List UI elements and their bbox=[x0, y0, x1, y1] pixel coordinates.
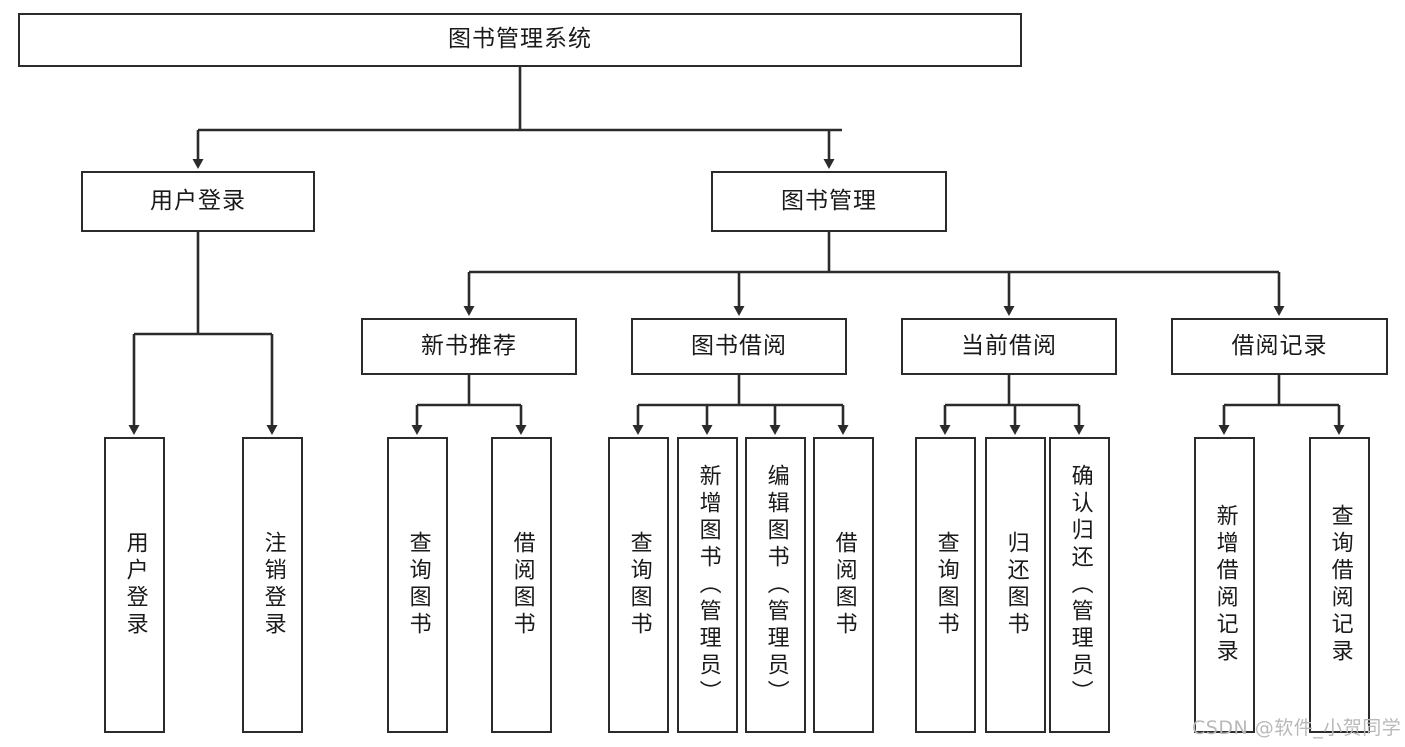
node-user-login[interactable]: 用户登录 bbox=[81, 171, 315, 232]
leaf-book-borrow-add[interactable]: 新增图书（管理员） bbox=[677, 437, 738, 733]
leaf-user-login-logout[interactable]: 注销登录 bbox=[242, 437, 303, 733]
leaf-current-borrow-confirm-return[interactable]: 确认归还（管理员） bbox=[1049, 437, 1110, 733]
node-label: 借阅图书 bbox=[831, 531, 857, 639]
leaf-current-borrow-query[interactable]: 查询图书 bbox=[915, 437, 976, 733]
node-label: 图书管理 bbox=[781, 187, 877, 214]
node-current-borrow[interactable]: 当前借阅 bbox=[901, 318, 1117, 375]
node-label: 图书借阅 bbox=[691, 332, 787, 359]
node-book-borrow[interactable]: 图书借阅 bbox=[631, 318, 847, 375]
leaf-borrow-record-add[interactable]: 新增借阅记录 bbox=[1194, 437, 1255, 733]
leaf-book-borrow-borrow[interactable]: 借阅图书 bbox=[813, 437, 874, 733]
leaf-book-borrow-query[interactable]: 查询图书 bbox=[608, 437, 669, 733]
csdn-watermark: CSDN @软件_小贺同学 bbox=[1192, 717, 1402, 739]
node-label: 当前借阅 bbox=[961, 332, 1057, 359]
node-label: 图书管理系统 bbox=[448, 26, 592, 53]
node-label: 新增借阅记录 bbox=[1212, 504, 1238, 666]
node-label: 查询图书 bbox=[626, 531, 652, 639]
node-label: 归还图书 bbox=[1003, 531, 1029, 639]
node-new-book-recommend[interactable]: 新书推荐 bbox=[361, 318, 577, 375]
leaf-book-borrow-edit[interactable]: 编辑图书（管理员） bbox=[745, 437, 806, 733]
leaf-user-login-login[interactable]: 用户登录 bbox=[104, 437, 165, 733]
node-borrow-record[interactable]: 借阅记录 bbox=[1171, 318, 1388, 375]
leaf-current-borrow-return[interactable]: 归还图书 bbox=[985, 437, 1046, 733]
node-label: 用户登录 bbox=[122, 531, 148, 639]
node-label: 新书推荐 bbox=[421, 332, 517, 359]
node-label: 注销登录 bbox=[260, 531, 286, 639]
node-label: 新增图书（管理员） bbox=[695, 463, 721, 707]
node-label: 用户登录 bbox=[150, 187, 246, 214]
node-book-management[interactable]: 图书管理 bbox=[711, 171, 947, 232]
node-root-book-management-system[interactable]: 图书管理系统 bbox=[18, 13, 1022, 67]
node-label: 查询图书 bbox=[405, 531, 431, 639]
node-label: 借阅记录 bbox=[1231, 332, 1328, 359]
leaf-new-book-query[interactable]: 查询图书 bbox=[387, 437, 448, 733]
node-label: 确认归还（管理员） bbox=[1067, 463, 1093, 707]
node-label: 借阅图书 bbox=[509, 531, 535, 639]
leaf-borrow-record-query[interactable]: 查询借阅记录 bbox=[1309, 437, 1370, 733]
node-label: 查询借阅记录 bbox=[1327, 504, 1353, 666]
node-label: 编辑图书（管理员） bbox=[763, 463, 789, 707]
leaf-new-book-borrow[interactable]: 借阅图书 bbox=[491, 437, 552, 733]
node-label: 查询图书 bbox=[933, 531, 959, 639]
